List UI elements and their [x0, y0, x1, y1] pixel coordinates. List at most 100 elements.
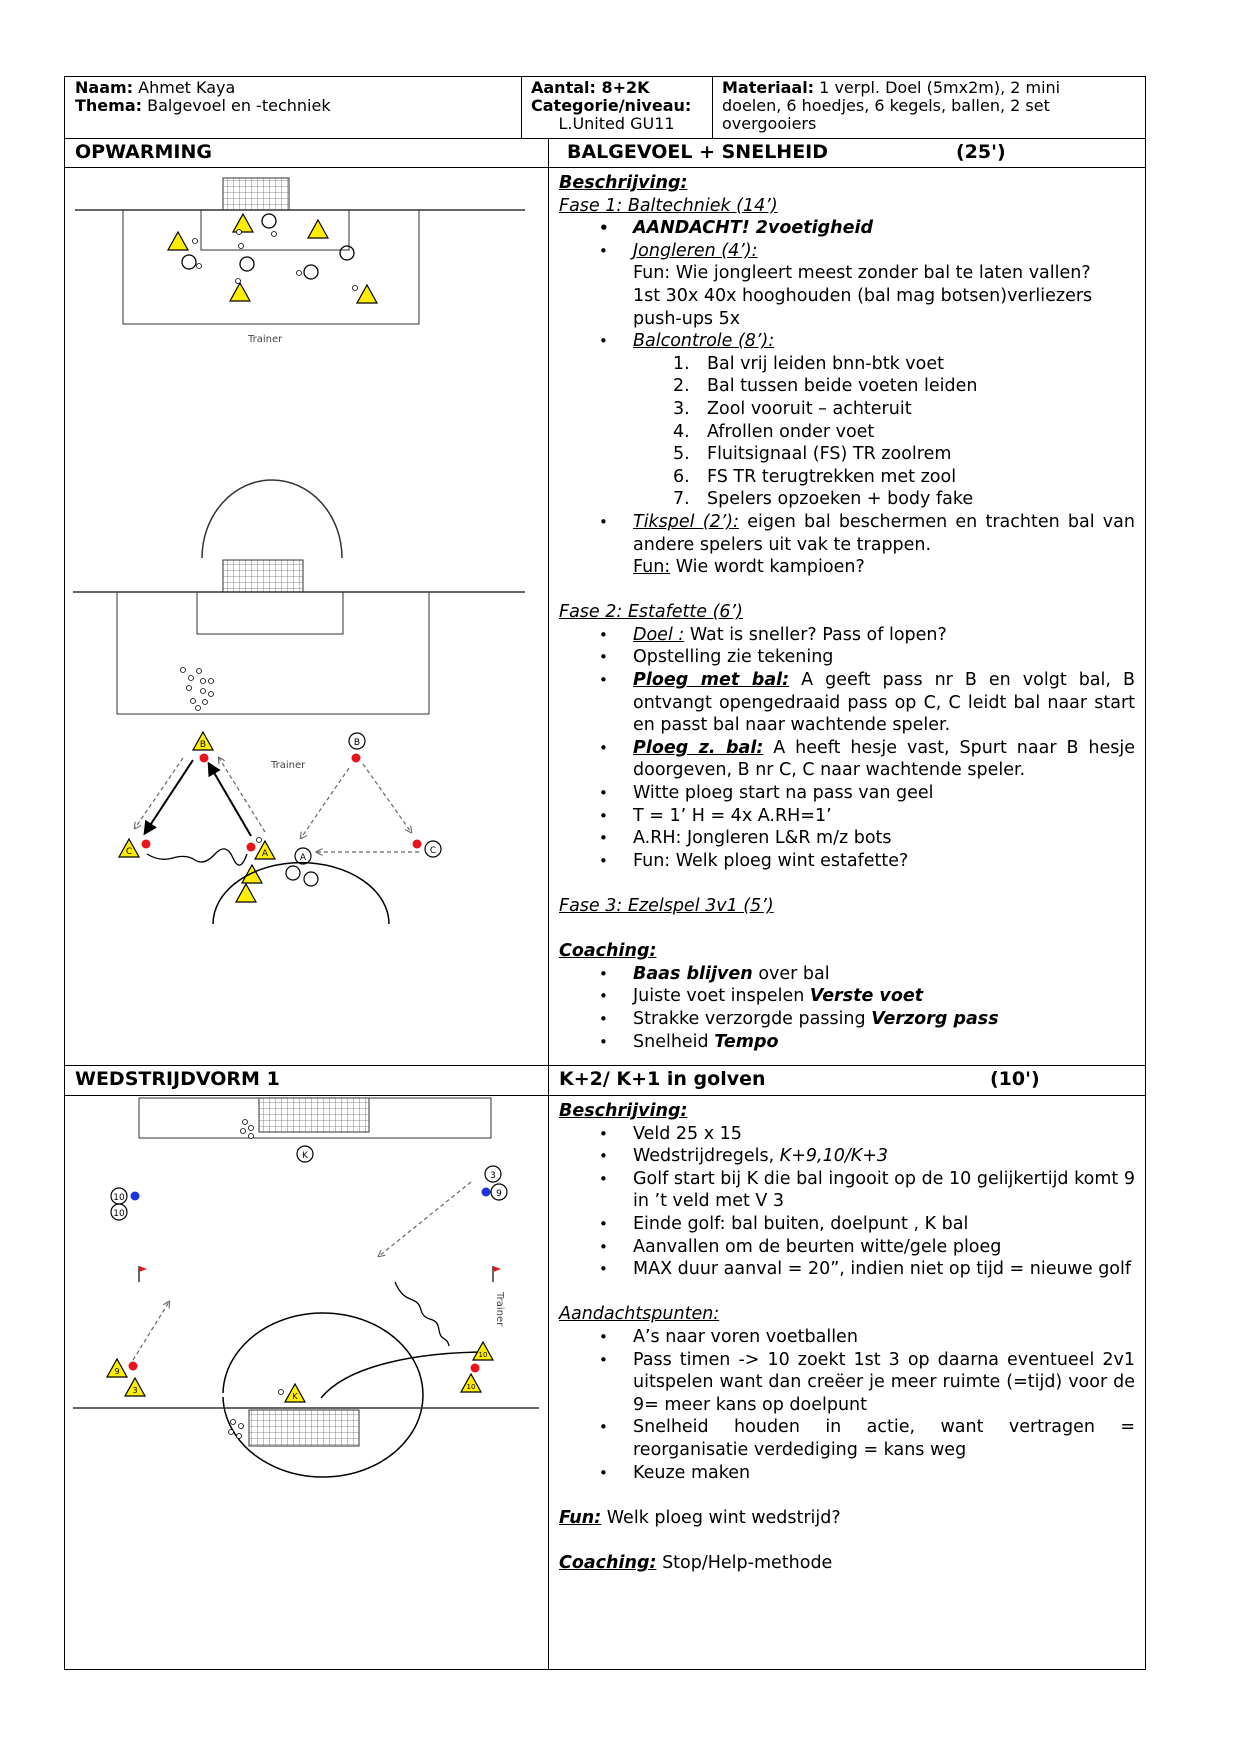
player-b-label: B	[354, 738, 360, 748]
verste-voet-bold: Verste voet	[809, 986, 924, 1007]
balcontrole-list: 1.Bal vrij leiden bnn-btk voet 2.Bal tus…	[559, 353, 1135, 511]
balcontrole-step: 3.Zool vooruit – achteruit	[673, 398, 1135, 421]
red-player-dot	[412, 839, 422, 849]
cone-icon	[459, 1372, 483, 1393]
witte-ploeg-item: Witte ploeg start na pass van geel	[599, 782, 1135, 805]
snelheid-item: Snelheid Tempo	[599, 1031, 1135, 1054]
penalty-arc	[201, 479, 343, 559]
categorie-value: L.United GU11	[558, 114, 675, 133]
white-player-3	[484, 1165, 502, 1183]
section1-body-row: Trainer B C	[64, 167, 1146, 1066]
blue-player-dot	[481, 1187, 491, 1197]
keeper-cone-icon	[283, 1382, 307, 1403]
balcontrole-step: 2.Bal tussen beide voeten leiden	[673, 375, 1135, 398]
player-3-label: 3	[132, 1386, 137, 1395]
match-diagram: K 10 10 3 9	[73, 1097, 539, 1478]
jongleren-label: Jongleren (4’):	[633, 240, 758, 261]
materiaal-line1: 1 verpl. Doel (5mx2m), 2 mini	[819, 78, 1061, 97]
header-aantal: Aantal: 8+2K Categorie/niveau: L.United …	[521, 76, 713, 139]
step-text: Spelers opzoeken + body fake	[707, 489, 974, 510]
verzorg-pass-bold: Verzorg pass	[871, 1008, 999, 1029]
tikspel-fun-text: Wie wordt kampioen?	[675, 557, 865, 578]
run-arrow	[219, 758, 266, 833]
step-number: 4.	[673, 421, 690, 442]
player-a-label: A	[300, 853, 307, 863]
player-c-label: C	[430, 846, 436, 856]
fase1-heading: Fase 1: Baltechniek (14’)	[559, 195, 778, 216]
cone-icon	[123, 1376, 147, 1397]
step-text: Bal vrij leiden bnn-btk voet	[707, 353, 944, 374]
goal-net	[258, 1097, 370, 1133]
cone-icon	[166, 212, 379, 304]
ploeg-z-bal-item: Ploeg z. bal: A heeft hesje vast, Spurt …	[599, 737, 1135, 782]
cone-icon	[117, 837, 141, 858]
juiste-voet-item: Juiste voet inspelen Verste voet	[599, 985, 1135, 1008]
cone-icon	[253, 839, 277, 860]
trainer-label: Trainer	[270, 760, 306, 771]
max-duur-item: MAX duur aanval = 20”, indien niet op ti…	[599, 1258, 1135, 1281]
white-player-c	[424, 840, 442, 858]
relay-left: B C A	[117, 730, 277, 903]
section2-body-row: K 10 10 3 9	[64, 1095, 1146, 1670]
goal-area	[200, 209, 350, 251]
golf-start-item: Golf start bij K die bal ingooit op de 1…	[599, 1168, 1135, 1213]
beschrijving-heading: Beschrijving:	[559, 173, 688, 193]
fun2-line: Fun: Welk ploeg wint wedstrijd?	[559, 1507, 1135, 1530]
arh-item: A.RH: Jongleren L&R m/z bots	[599, 827, 1135, 850]
cone-icon	[240, 863, 264, 884]
materiaal-line2: doelen, 6 hoedjes, 6 kegels, ballen, 2 s…	[722, 96, 1050, 115]
step-number: 6.	[673, 466, 690, 487]
categorie-label: Categorie/niveau:	[531, 96, 692, 115]
red-player-dot	[246, 842, 256, 852]
white-player	[285, 865, 301, 881]
cone-icon	[105, 1357, 129, 1378]
player-a-label: A	[262, 849, 269, 859]
player-b-label: B	[200, 740, 206, 750]
ploeg-z-bal-label: Ploeg z. bal:	[633, 737, 764, 758]
section2-diagram-cell: K 10 10 3 9	[65, 1096, 549, 1669]
white-player-a	[294, 847, 312, 865]
pass-timen-item: Pass timen -> 10 zoekt 1st 3 op daarna e…	[599, 1349, 1135, 1417]
run-arrow	[132, 1302, 169, 1361]
naam-label: Naam:	[75, 78, 134, 97]
ball-pile-icon	[228, 1419, 244, 1439]
step-text: Bal tussen beide voeten leiden	[707, 376, 978, 397]
section2-duration: (10')	[990, 1068, 1040, 1090]
section1-duration: (25')	[956, 141, 1006, 163]
section2-right-title: K+2/ K+1 in golven (10')	[549, 1066, 1145, 1095]
ball-icon	[278, 1389, 284, 1395]
tikspel-list: Tikspel (2’): eigen bal beschermen en tr…	[559, 511, 1135, 579]
run-arrow	[135, 757, 184, 828]
player-10-label: 10	[479, 1351, 488, 1359]
balcontrole-step: 4.Afrollen onder voet	[673, 421, 1135, 444]
keeper-top	[296, 1145, 314, 1163]
thema-value: Balgevoel en -techniek	[147, 96, 331, 115]
fun2-label: Fun:	[559, 1507, 602, 1528]
jongleren-fun: Fun: Wie jongleert meest zonder bal te l…	[633, 263, 1091, 284]
tikspel-fun-label: Fun:	[633, 557, 671, 578]
coaching-list: Baas blijven over bal Juiste voet inspel…	[559, 963, 1135, 1053]
center-circle	[222, 1312, 424, 1478]
step-text: FS TR terugtrekken met zool	[707, 466, 957, 487]
coaching2-text: Stop/Help-methode	[662, 1552, 833, 1573]
section2-text-cell: Beschrijving: Veld 25 x 15 Wedstrijdrege…	[549, 1096, 1145, 1669]
coaching2-line: Coaching: Stop/Help-methode	[559, 1552, 1135, 1575]
wedstrijdregels-item: Wedstrijdregels, K+9,10/K+3	[599, 1145, 1135, 1168]
cone-icon	[191, 730, 215, 751]
aanvallen-item: Aanvallen om de beurten witte/gele ploeg	[599, 1236, 1135, 1259]
wedstrijdregels-italic: K+9,10/K+3	[779, 1146, 889, 1167]
fase1-list: AANDACHT! 2voetigheid Jongleren (4’): Fu…	[559, 217, 1135, 353]
dribble-path	[146, 848, 248, 866]
keeper-label: K	[292, 1392, 298, 1401]
warmup-diagram: Trainer B C	[73, 177, 525, 925]
header-materiaal: Materiaal: 1 verpl. Doel (5mx2m), 2 mini…	[712, 76, 1146, 139]
penalty-box	[122, 209, 420, 325]
player-10-label: 10	[467, 1383, 476, 1391]
ball-icon	[192, 229, 358, 291]
keeper-label: K	[302, 1151, 309, 1161]
run-arrow	[379, 1181, 472, 1256]
goal-area	[196, 591, 344, 635]
step-number: 3.	[673, 398, 690, 419]
pass-arrow	[362, 763, 411, 832]
doel-item: Doel : Wat is sneller? Pass of lopen?	[599, 624, 1135, 647]
